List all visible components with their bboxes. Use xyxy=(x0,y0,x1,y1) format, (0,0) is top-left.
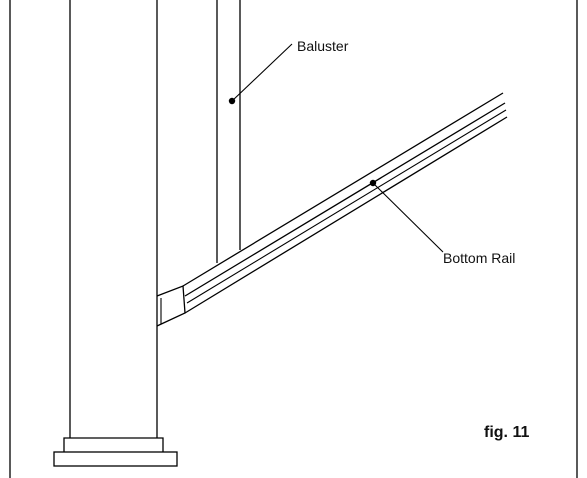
frame xyxy=(9,0,578,478)
newel-post xyxy=(69,0,158,438)
bottom-rail-callout: Bottom Rail xyxy=(369,179,515,266)
bottom-rail-label: Bottom Rail xyxy=(443,250,515,266)
post-base xyxy=(53,437,178,467)
bottom-rail xyxy=(182,92,508,314)
baluster-label: Baluster xyxy=(297,38,349,54)
figure-label: fig. 11 xyxy=(484,424,529,441)
bottom-rail-leader-line xyxy=(372,182,444,253)
rail-bracket xyxy=(156,285,186,327)
baluster xyxy=(216,0,241,263)
baluster-callout: Baluster xyxy=(228,38,349,105)
baluster-leader-line xyxy=(231,43,293,102)
